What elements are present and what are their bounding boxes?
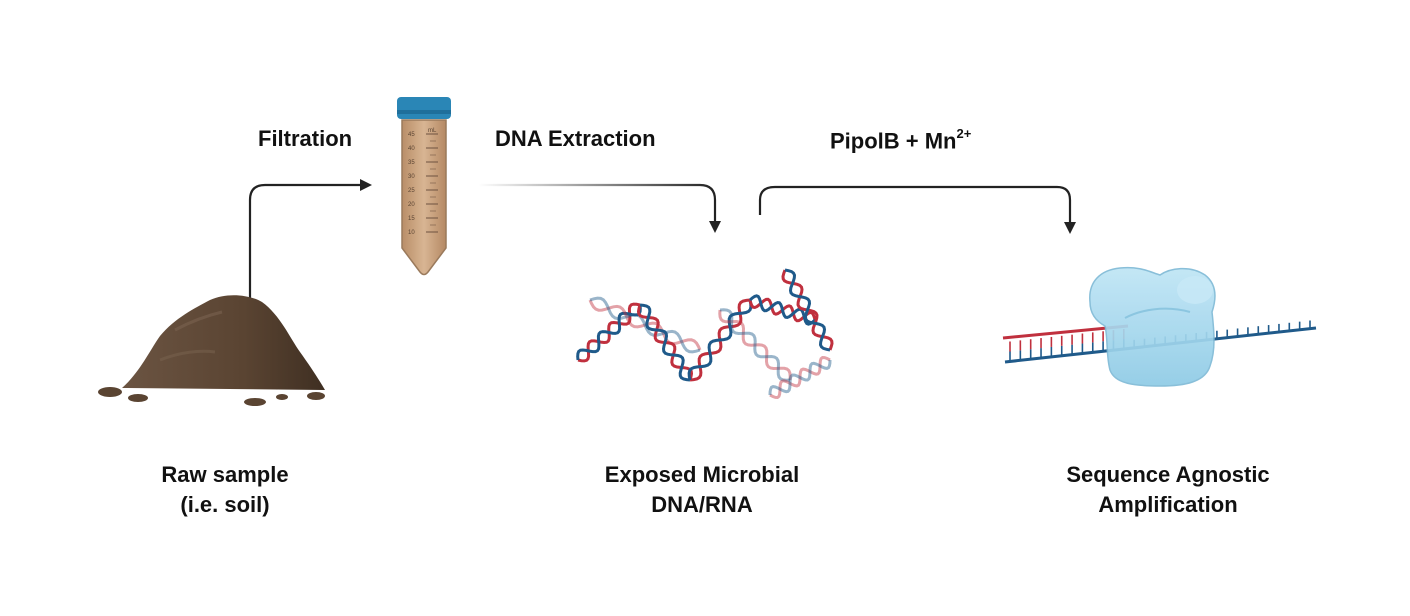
dna-strand-blue (784, 268, 831, 352)
tube-graduation-label: 45 (408, 132, 415, 138)
soil-pile-icon (98, 295, 325, 406)
dna-strand-blue (639, 303, 691, 382)
polymerase-icon (1002, 266, 1317, 387)
dna-strand-red (718, 309, 792, 381)
dna-extraction-label: DNA Extraction (495, 126, 656, 151)
dna-strand-blue (768, 359, 832, 396)
tube-graduation-label: 25 (408, 188, 415, 194)
dna-strands-icon (576, 268, 834, 400)
tube-graduation-label: 10 (408, 230, 415, 236)
dna-strand-blue (687, 299, 753, 381)
exposed-line2: DNA/RNA (651, 492, 753, 517)
falcon-tube-icon: 45 40 35 30 25 20 15 10 mL (397, 97, 451, 276)
dna-strand-red (769, 355, 831, 400)
tube-graduation-label: 35 (408, 160, 415, 166)
dna-strand-red (588, 299, 702, 351)
raw-sample-line2: (i.e. soil) (180, 492, 270, 517)
dna-strand-blue (576, 304, 642, 361)
arrow-filtration (248, 179, 372, 300)
amp-line2: Amplification (1098, 492, 1238, 517)
raw-sample-caption: Raw sample (i.e. soil) (110, 460, 340, 520)
amplification-caption: Sequence Agnostic Amplification (1028, 460, 1308, 520)
polymerase-name: PipolB + Mn (830, 128, 957, 154)
arrow-dna-extraction (478, 183, 721, 233)
tube-unit: mL (428, 128, 437, 134)
tube-graduation-label: 20 (408, 202, 415, 208)
raw-sample-line1: Raw sample (161, 462, 289, 487)
tube-graduation-label: 40 (408, 146, 415, 152)
tube-graduation-label: 15 (408, 216, 415, 222)
exposed-line1: Exposed Microbial (604, 462, 800, 487)
amp-line1: Sequence Agnostic (1066, 462, 1270, 487)
ion-charge: 2+ (956, 126, 972, 141)
polymerase-label: PipolB + Mn2+ (830, 126, 972, 154)
tube-cap (397, 97, 451, 119)
exposed-dna-caption: Exposed Microbial DNA/RNA (562, 460, 842, 520)
dna-strand-blue (589, 296, 701, 354)
dna-strand-blue (719, 308, 791, 382)
tube-graduation-label: 30 (408, 174, 415, 180)
arrow-amplification (758, 185, 1076, 234)
tube-graduations: 45 40 35 30 25 20 15 10 (408, 132, 438, 236)
filtration-label: Filtration (258, 126, 353, 151)
